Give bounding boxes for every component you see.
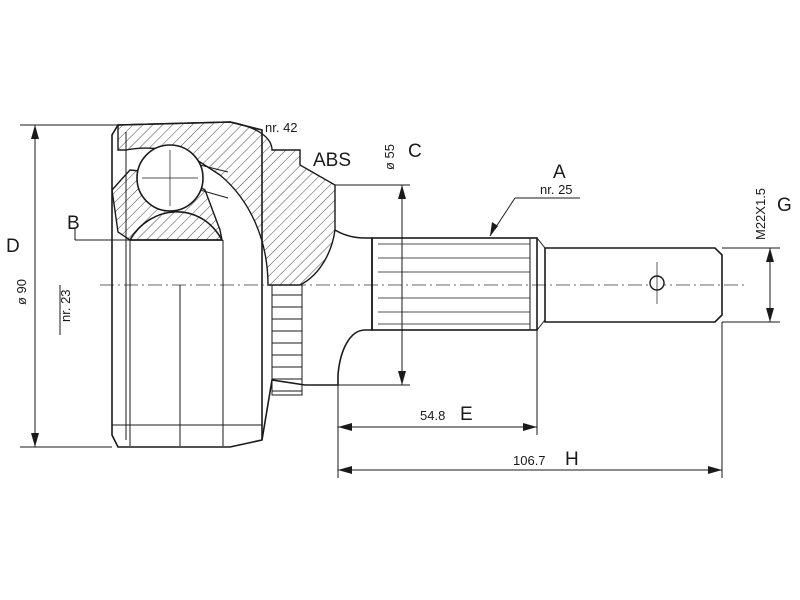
nr42-callout [272,149,301,165]
abs-ring [271,284,303,396]
label-g: G [777,195,792,216]
label-a: A [553,162,566,183]
spline-leader [489,197,580,237]
label-e: E [460,404,473,425]
len-e-text: 54.8 [420,408,445,423]
abs-label: ABS [313,150,351,171]
dimension-b [59,228,130,335]
threaded-pin [544,247,723,323]
label-d: D [6,236,20,257]
dia90-text: ø 90 [14,279,29,305]
dimension-d [20,124,118,448]
dimension-h [338,322,723,478]
label-h: H [565,449,579,470]
dia55-text: ø 55 [382,144,397,170]
dimension-g [722,247,780,323]
len-h-text: 106.7 [513,453,546,468]
dimension-c [335,184,410,386]
label-b: B [67,213,80,234]
dimension-e [337,330,538,478]
thread-text: M22X1.5 [753,188,768,240]
splined-shaft [371,237,546,331]
nr23-text: nr. 23 [58,289,73,322]
label-c: C [408,141,422,162]
ball-cage [111,144,229,241]
nr42-text: nr. 42 [265,120,298,135]
nr25-text: nr. 25 [540,182,573,197]
